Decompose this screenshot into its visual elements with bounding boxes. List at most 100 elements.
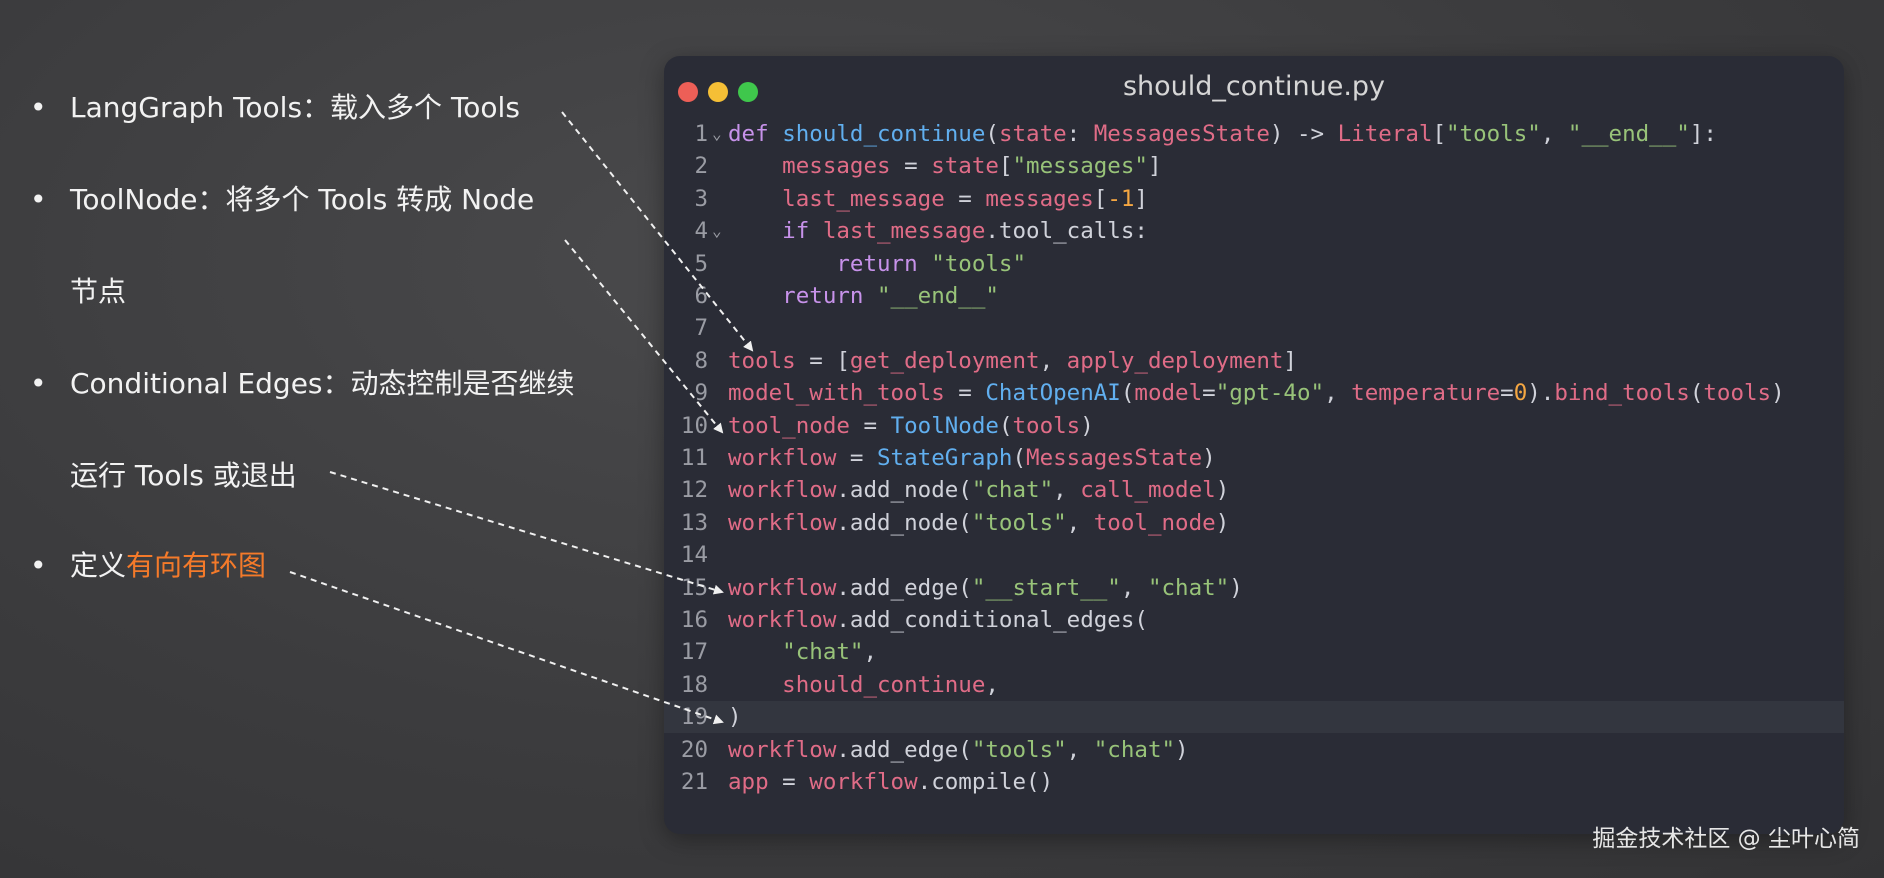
code-text: if last_message.tool_calls: xyxy=(728,215,1148,247)
code-line[interactable]: 4⌄ if last_message.tool_calls: xyxy=(664,215,1844,247)
code-token: ] xyxy=(1147,153,1162,180)
code-token: , xyxy=(1120,574,1148,601)
line-number: 3 xyxy=(694,185,708,212)
code-token: "__start__" xyxy=(971,574,1121,601)
code-token: ( xyxy=(1120,380,1135,407)
code-text: workflow.add_edge("tools", "chat") xyxy=(728,734,1189,766)
code-token: , xyxy=(1540,121,1568,147)
code-text: app = workflow.compile() xyxy=(728,766,1053,798)
line-number: 20 xyxy=(680,736,708,763)
code-token: "gpt-4o" xyxy=(1215,380,1325,407)
code-token: state xyxy=(998,121,1067,147)
code-token: , xyxy=(863,639,878,666)
code-text: return "__end__" xyxy=(728,280,999,312)
code-token: ) xyxy=(1080,412,1094,439)
code-line[interactable]: 2 messages = state["messages"] xyxy=(664,150,1844,182)
code-token: messages xyxy=(985,185,1094,212)
code-line[interactable]: 6 return "__end__" xyxy=(664,280,1844,312)
code-token: , xyxy=(1053,477,1081,504)
code-token: ). xyxy=(1527,380,1555,407)
bullet-graph: •定义有向有环图 xyxy=(30,548,266,584)
code-token: last_message xyxy=(822,218,986,245)
bullet-langgraph-tools: •LangGraph Tools：载入多个 Tools xyxy=(30,90,520,126)
line-number: 15 xyxy=(680,574,708,601)
code-line[interactable]: 17 "chat", xyxy=(664,636,1844,668)
window-title: should_continue.py xyxy=(1122,71,1386,102)
minimize-icon[interactable] xyxy=(708,82,728,102)
code-token: "tools" xyxy=(931,250,1027,277)
code-token: if xyxy=(728,218,823,245)
code-line[interactable]: 1⌄def should_continue(state: MessagesSta… xyxy=(664,118,1844,150)
code-token: = xyxy=(768,769,810,795)
code-line[interactable]: 3 last_message = messages[-1] xyxy=(664,183,1844,215)
code-token: model_with_tools xyxy=(728,380,945,407)
code-text: workflow.add_node("chat", call_model) xyxy=(728,474,1229,506)
watermark: 掘金技术社区 @ 尘叶心简 xyxy=(1592,826,1860,852)
maximize-icon[interactable] xyxy=(738,82,758,102)
code-token: , xyxy=(1066,509,1094,536)
code-token: "tools" xyxy=(971,736,1067,763)
code-token: tools xyxy=(728,347,796,374)
code-token: ( xyxy=(998,412,1013,439)
code-token: ) xyxy=(1229,574,1243,601)
code-line[interactable]: 21 app = workflow.compile() xyxy=(664,766,1844,798)
line-number: 1 xyxy=(694,121,708,147)
code-token: , xyxy=(1039,347,1067,374)
code-token: messages xyxy=(728,153,891,180)
code-token: ] xyxy=(1283,347,1297,374)
code-token: MessagesState xyxy=(1026,445,1203,471)
code-line[interactable]: 18 should_continue, xyxy=(664,669,1844,701)
code-token: should_continue xyxy=(728,671,986,698)
code-token: = xyxy=(1500,380,1514,407)
fold-chevron-icon[interactable]: ⌄ xyxy=(712,221,722,241)
code-text: tools = [get_deployment, apply_deploymen… xyxy=(728,345,1297,377)
code-token: [ xyxy=(998,153,1013,180)
bullet-dot: • xyxy=(30,549,47,582)
code-token: should_continue xyxy=(782,121,986,147)
bullet-text: LangGraph Tools：载入多个 Tools xyxy=(70,91,520,124)
bullet-text: ToolNode：将多个 Tools 转成 Node xyxy=(70,183,535,216)
code-token: .add_node( xyxy=(836,477,972,504)
code-text: "chat", xyxy=(728,636,877,668)
code-line[interactable]: 19) xyxy=(664,701,1844,734)
line-number: 7 xyxy=(694,315,708,342)
code-line[interactable]: 5 return "tools" xyxy=(664,248,1844,280)
line-number: 21 xyxy=(680,769,708,795)
code-token: = [ xyxy=(795,347,850,374)
code-token: = xyxy=(1202,380,1216,407)
close-icon[interactable] xyxy=(678,82,698,102)
code-line[interactable]: 20 workflow.add_edge("tools", "chat") xyxy=(664,734,1844,766)
fold-chevron-icon[interactable]: ⌄ xyxy=(712,124,722,143)
code-text: workflow.add_conditional_edges( xyxy=(728,604,1148,636)
code-token: last_message xyxy=(728,185,945,212)
code-token: -1 xyxy=(1107,185,1135,212)
code-token: ToolNode xyxy=(890,412,999,439)
code-text: workflow = StateGraph(MessagesState) xyxy=(728,442,1216,474)
code-token: bind_tools xyxy=(1554,380,1690,407)
code-token: ( xyxy=(985,121,999,147)
code-text: last_message = messages[-1] xyxy=(728,183,1148,215)
bullet-text: 运行 Tools 或退出 xyxy=(70,459,297,492)
code-token: ) xyxy=(1202,445,1216,471)
code-token: .add_edge( xyxy=(836,574,972,601)
code-token: .add_edge( xyxy=(836,736,972,763)
code-token: tool_node xyxy=(1093,509,1216,536)
code-token: Literal xyxy=(1337,121,1433,147)
code-line[interactable]: 14 xyxy=(664,539,1844,571)
code-token: ]: xyxy=(1689,121,1717,147)
code-token: workflow xyxy=(728,477,837,504)
code-line[interactable]: 7 xyxy=(664,312,1844,344)
code-text: tool_node = ToolNode(tools) xyxy=(728,410,1094,442)
code-token: "tools" xyxy=(1445,121,1541,147)
code-text: should_continue, xyxy=(728,669,999,701)
code-text: messages = state["messages"] xyxy=(728,150,1162,182)
line-number: 19 xyxy=(680,704,708,731)
